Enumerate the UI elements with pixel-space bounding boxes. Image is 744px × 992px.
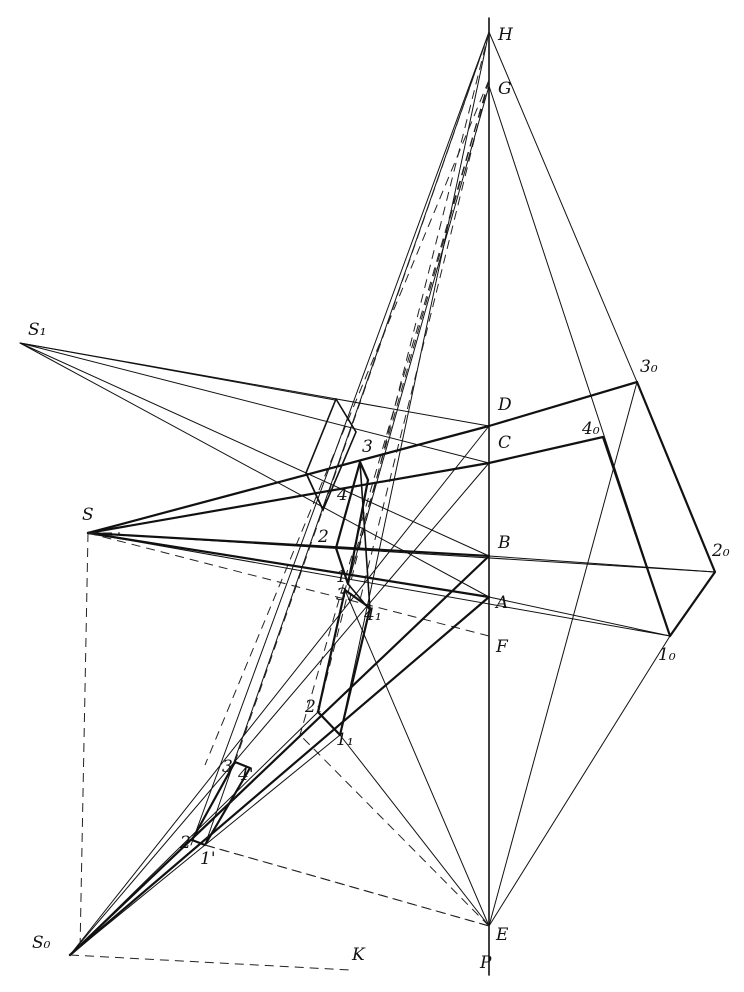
dashed-lines-from-H-G [204, 31, 490, 766]
label-1-prime: 1' [200, 849, 216, 869]
label-4o: 4₀ [581, 419, 600, 439]
label-S0: S₀ [32, 933, 51, 953]
label-3o: 3₀ [640, 357, 658, 377]
label-4-prime: 4' [237, 765, 254, 785]
label-2o: 2₀ [711, 541, 730, 561]
label-1o: 1₀ [658, 645, 676, 665]
label-3-prime: 3' [222, 757, 238, 777]
label-4-1: 4₁ [363, 605, 382, 625]
label-2-prime: 2' [179, 833, 196, 853]
lines-from-S-thick [86, 424, 491, 599]
label-D: D [497, 395, 512, 415]
edges-base-figure [487, 380, 717, 638]
label-S1: S₁ [28, 320, 46, 340]
label-3-1: 3₁ [336, 585, 354, 605]
lines-from-G [347, 85, 671, 637]
label-A: A [494, 593, 508, 613]
box-S1 [305, 398, 357, 512]
labels: H G D C B A F E P S S₁ S₀ K 1₀ 2₀ 3₀ 4₀ … [28, 25, 730, 973]
dashed-frame [69, 532, 490, 971]
label-3: 3 [362, 437, 373, 457]
label-E: E [495, 925, 509, 945]
label-2: 2 [317, 527, 329, 547]
label-B: B [497, 533, 511, 553]
label-C: C [498, 433, 511, 453]
label-2-1: 2₁ [304, 697, 323, 717]
label-G: G [498, 79, 512, 99]
label-P: P [479, 953, 492, 973]
label-S: S [82, 505, 94, 525]
label-K: K [351, 945, 366, 965]
label-4: 4 [336, 485, 348, 505]
prism-middle [316, 460, 372, 737]
lines-from-S0 [68, 425, 491, 957]
lines-from-H [190, 31, 638, 846]
label-1-1: 1₁ [336, 730, 354, 750]
label-H: H [497, 25, 514, 45]
label-1: 1 [336, 567, 347, 587]
label-F: F [495, 637, 509, 657]
lines-from-E [204, 381, 671, 927]
